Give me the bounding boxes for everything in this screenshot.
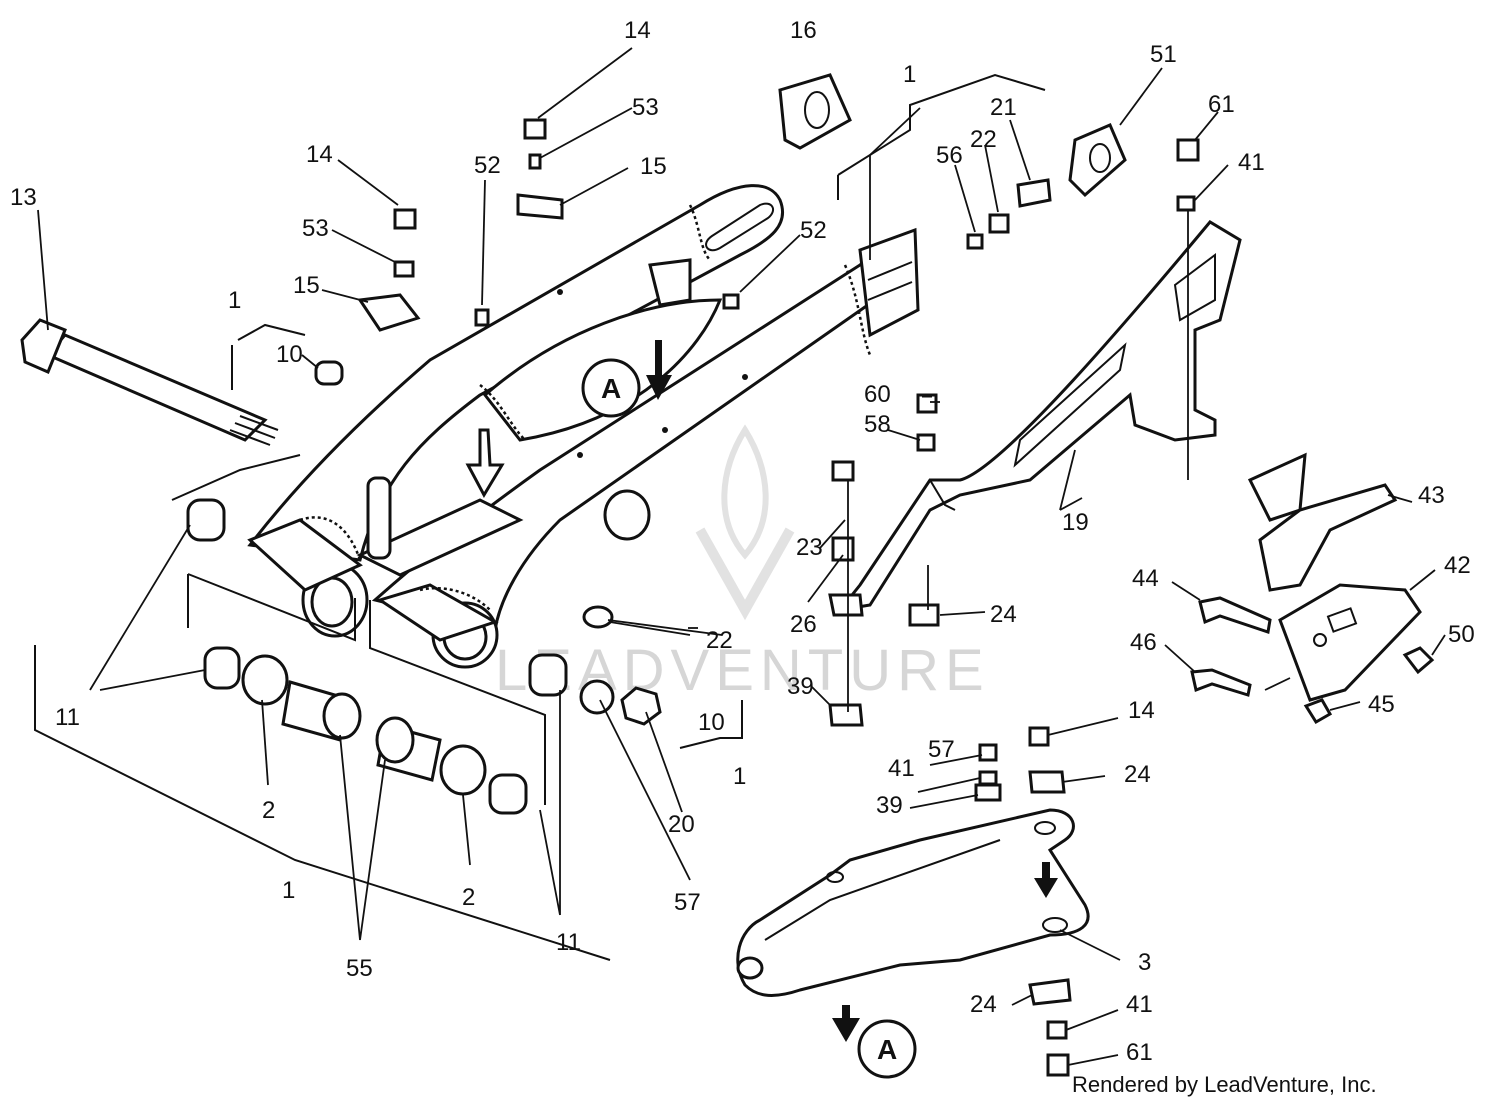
callout-39-a: 39 (787, 673, 814, 700)
callout-40-a: 41 (1238, 149, 1265, 176)
callout-22: 22 (706, 627, 733, 654)
callout-45: 46 (1130, 629, 1157, 656)
callout-13: 13 (10, 184, 37, 211)
view-marker-a: A (581, 358, 641, 418)
callout-53: 55 (346, 955, 373, 982)
callout-10-b: 10 (698, 709, 725, 736)
callout-labels: 13 14 53 15 14 53 15 1 10 52 52 16 1 56 … (10, 17, 1475, 1066)
chain-guide (1190, 452, 1435, 725)
callout-51-b: 52 (800, 217, 827, 244)
callout-23: 23 (796, 534, 823, 561)
callout-20: 21 (990, 94, 1017, 121)
callout-60: 60 (864, 381, 891, 408)
callout-41: 42 (1444, 552, 1471, 579)
chain-slider: A (736, 808, 1090, 1079)
callout-14-b: 14 (306, 141, 333, 168)
callout-51-a: 52 (474, 152, 501, 179)
pad-18 (778, 73, 852, 150)
callout-55: 56 (936, 142, 963, 169)
credit-text: Rendered by LeadVenture, Inc. (1072, 1072, 1377, 1097)
callout-52-b: 53 (302, 215, 329, 242)
callout-18: 16 (790, 17, 817, 44)
watermark-text: LEADVENTURE (495, 638, 990, 703)
swingarm (247, 184, 920, 669)
callout-2-a: 2 (262, 797, 275, 824)
callout-40-c: 41 (1126, 991, 1153, 1018)
callout-10-a: 10 (276, 341, 303, 368)
callout-50: 51 (1150, 41, 1177, 68)
callout-11-b: 11 (556, 929, 581, 956)
callout-46: 50 (1448, 621, 1475, 648)
callout-15-b: 15 (293, 272, 320, 299)
callout-24-c: 24 (970, 991, 997, 1018)
callout-1-a: 1 (228, 287, 241, 314)
leader-lines (37, 47, 1446, 1066)
pad-50 (1068, 123, 1127, 198)
fasteners (357, 118, 1200, 1077)
callout-16: 19 (1062, 509, 1089, 536)
callout-11-a: 11 (55, 704, 80, 731)
callout-61-a: 61 (1208, 91, 1235, 118)
bearing-set (186, 498, 662, 815)
callout-2-b: 2 (462, 884, 475, 911)
callout-56: 57 (674, 889, 701, 916)
callout-24-a: 24 (990, 601, 1017, 628)
callout-1-d: 1 (282, 877, 295, 904)
watermark: LEADVENTURE (495, 424, 990, 703)
callout-42: 43 (1418, 482, 1445, 509)
callout-26: 26 (790, 611, 817, 638)
view-marker-a-label: A (601, 373, 621, 404)
callout-1-b: 1 (903, 61, 916, 88)
view-marker-a-label-2: A (877, 1034, 897, 1065)
pivot-bolt (20, 318, 279, 446)
callout-44: 45 (1368, 691, 1395, 718)
callout-14-a: 14 (624, 17, 651, 44)
callout-24-b: 24 (1124, 761, 1151, 788)
callout-52-a: 53 (632, 94, 659, 121)
callout-58: 58 (864, 411, 891, 438)
callout-3: 3 (1138, 949, 1151, 976)
collar (314, 360, 614, 629)
callout-15-a: 15 (640, 153, 667, 180)
callout-57: 57 (928, 736, 955, 763)
callout-43: 44 (1132, 565, 1159, 592)
callout-40-b: 41 (888, 755, 915, 782)
callout-61-b: 61 (1126, 1039, 1153, 1066)
callout-14-c: 14 (1128, 697, 1155, 724)
callout-19: 20 (668, 811, 695, 838)
group-brackets (34, 73, 1046, 961)
callout-39-b: 39 (876, 792, 903, 819)
callout-21: 22 (970, 126, 997, 153)
chain-guard (836, 220, 1242, 613)
callout-1-c: 1 (733, 763, 746, 790)
